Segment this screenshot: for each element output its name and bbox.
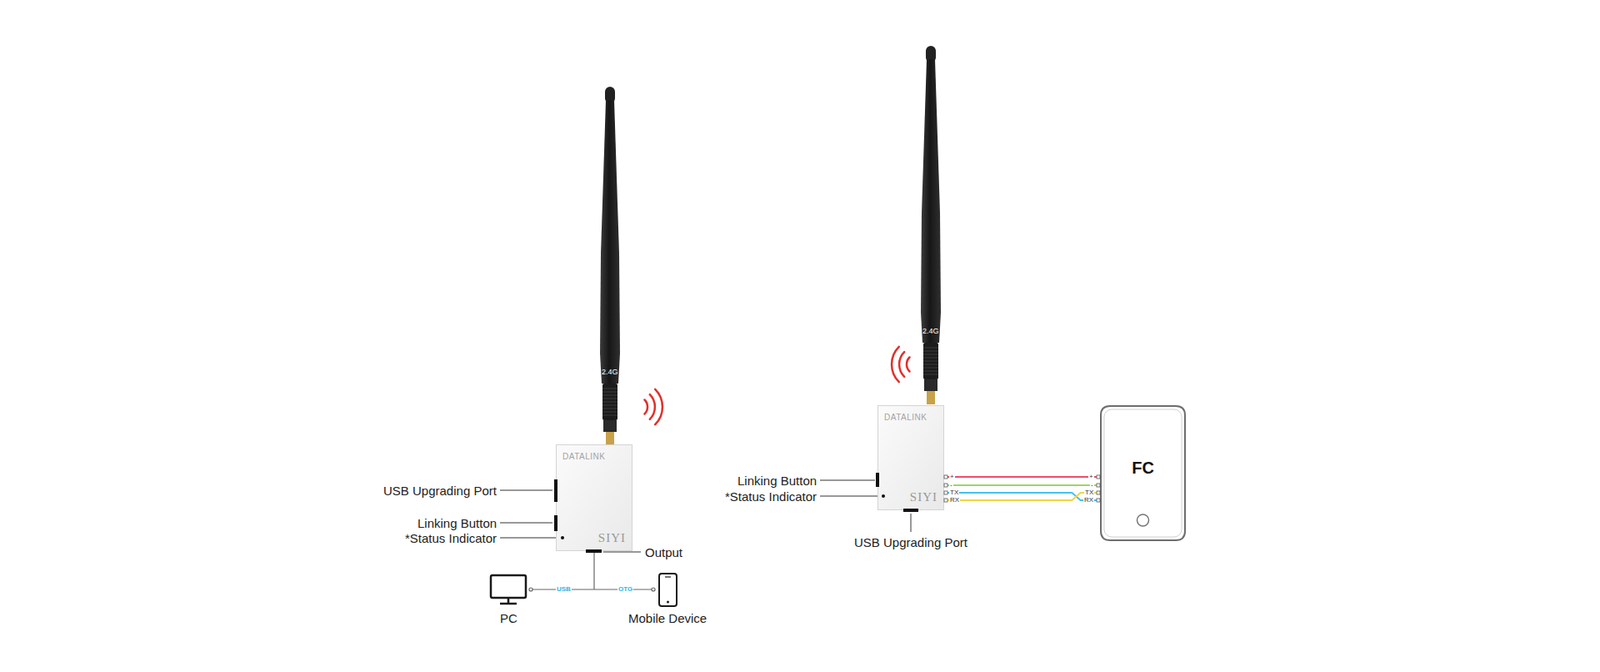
callout-label: Output [645, 545, 683, 560]
status-led [560, 535, 565, 540]
signal-arc [645, 400, 649, 415]
signal-arc [650, 394, 655, 420]
pin [944, 490, 948, 495]
device-title: FC [1131, 458, 1155, 478]
leader-line [820, 480, 875, 481]
device-label: PC [500, 610, 518, 625]
line-end [529, 587, 533, 591]
line-end [651, 587, 655, 591]
connection-label: OTG [617, 585, 634, 594]
pin [944, 498, 948, 502]
pc-icon [490, 575, 526, 604]
callout-label: *Status Indicator [405, 530, 497, 545]
pin [1096, 483, 1100, 487]
signal-arc [655, 389, 663, 425]
pin-label: + [949, 472, 955, 481]
leader-line [910, 513, 912, 532]
wire [944, 484, 1100, 486]
phone-icon [659, 573, 677, 606]
leader-line [603, 551, 641, 553]
brand-text: DATALINK [884, 412, 927, 423]
callout-label: Linking Button [417, 515, 497, 530]
pin [1096, 490, 1100, 495]
wire [944, 492, 1100, 500]
flight-controller-box: FC [1100, 405, 1186, 541]
pin-label: RX [949, 495, 960, 505]
housing [1100, 405, 1185, 540]
signal-arc [891, 346, 900, 382]
output-line [593, 552, 595, 590]
antenna [920, 45, 941, 405]
status-led [881, 494, 885, 498]
leader-line [820, 495, 881, 497]
logo-text: SIYI [910, 490, 938, 505]
callout-label: USB Upgrading Port [383, 483, 497, 498]
datalink-box: DATALINK SIYI [877, 405, 945, 510]
signal-arc [906, 357, 910, 372]
phone-button [666, 600, 670, 604]
wire [944, 475, 1100, 478]
housing-inner [1104, 409, 1182, 537]
pin [944, 483, 948, 487]
device-label: Mobile Device [628, 610, 707, 625]
housing [556, 445, 633, 551]
housing [878, 405, 945, 510]
antenna [600, 86, 620, 445]
phone-speaker [665, 575, 671, 577]
callout-label: USB Upgrading Port [854, 535, 968, 550]
callout-label: *Status Indicator [725, 489, 817, 504]
button [1137, 514, 1150, 526]
link-button [554, 515, 558, 531]
antenna-label: 2.4G [601, 367, 619, 377]
leader-line [500, 490, 553, 491]
leader-line [500, 522, 553, 524]
pin [1096, 498, 1100, 502]
output-wiring [529, 552, 655, 591]
connection-label: USB [555, 585, 572, 594]
link-button [875, 472, 880, 487]
antenna-label: 2.4G [922, 326, 940, 336]
logo-text: SIYI [598, 530, 626, 545]
wire [944, 492, 1100, 500]
signal-arc [899, 351, 905, 377]
pin [944, 475, 948, 479]
phone-body [659, 573, 677, 606]
datalink-box: DATALINK SIYI [555, 444, 633, 551]
brand-text: DATALINK [562, 451, 605, 462]
leader-line [500, 537, 560, 539]
pin [1096, 475, 1100, 479]
usb-port [903, 508, 919, 512]
callout-label: Linking Button [737, 473, 817, 488]
monitor-stand [500, 597, 517, 604]
usb-port [554, 479, 558, 502]
monitor [490, 575, 526, 598]
output-line [530, 588, 654, 590]
pin-label: RX [1083, 495, 1095, 505]
wireless-signal [645, 346, 910, 425]
pin-label: + [1088, 472, 1095, 481]
output-port [585, 549, 602, 553]
